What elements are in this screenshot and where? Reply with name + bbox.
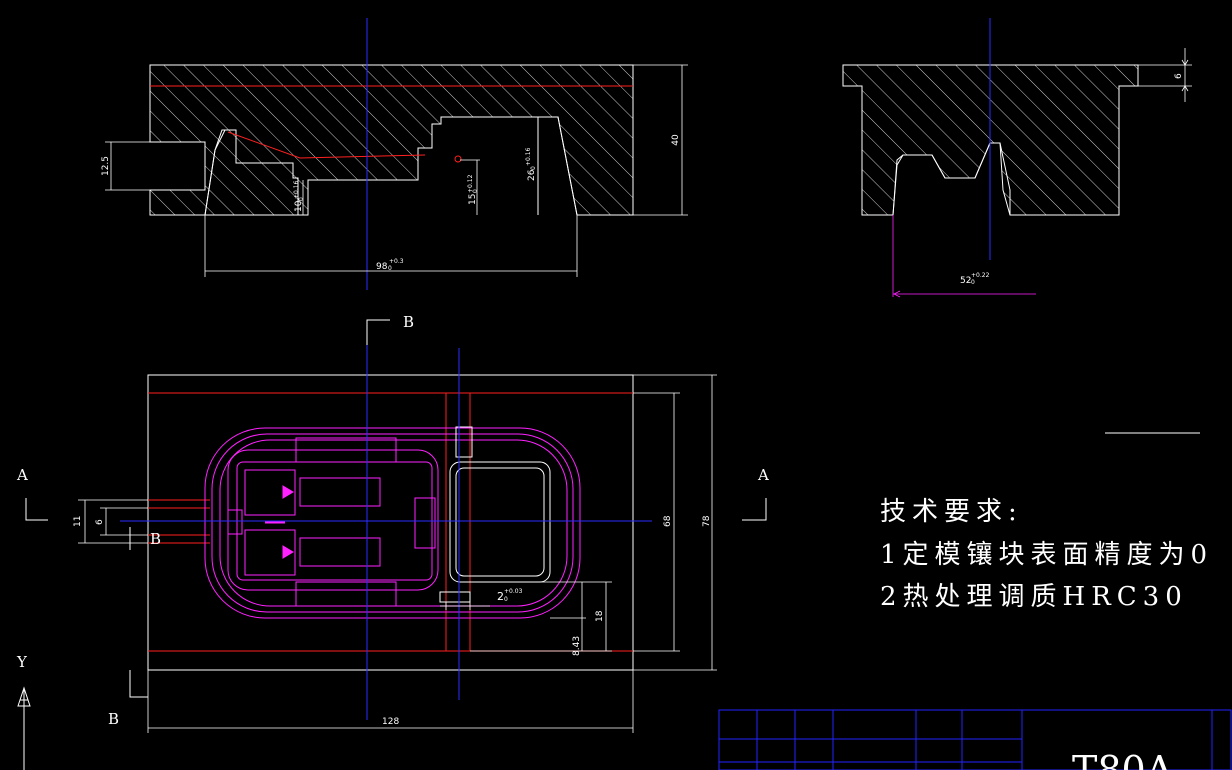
dim-128 xyxy=(147,670,634,733)
dim-68-text: 68 xyxy=(663,515,673,527)
dim-10-text: 10 xyxy=(294,200,304,212)
section-a-right-label: A xyxy=(757,466,769,484)
dim-40-text: 40 xyxy=(671,134,681,146)
section-a-left-marker xyxy=(25,498,48,521)
display-window xyxy=(439,426,551,603)
dim-6-side xyxy=(1138,48,1192,102)
ucs-axis-icon xyxy=(17,686,31,770)
dim-26-text: 26 xyxy=(527,169,537,181)
section-b-top-label: B xyxy=(403,313,414,331)
dim-8-43-text: 8.43 xyxy=(572,636,582,656)
dim-10-sub: 0 xyxy=(298,197,305,201)
dim-78 xyxy=(633,374,717,671)
dim-52-tol: +0.22 xyxy=(971,272,990,279)
section-a-left-label: A xyxy=(16,466,28,484)
dim-2 xyxy=(440,602,490,610)
section-b-bottom-label: B xyxy=(108,710,119,728)
dim-98 xyxy=(204,215,578,277)
section-b-bottom-marker xyxy=(129,670,148,698)
dim-52-text: 52 xyxy=(960,276,971,286)
dim-26-tol: +0.16 xyxy=(525,147,532,166)
dim-18 xyxy=(470,581,612,652)
side-cavity-outline xyxy=(892,142,1011,216)
dim-98-tol: +0.3 xyxy=(389,258,404,265)
dim-2-tol: +0.03 xyxy=(504,588,523,595)
dim-6-side-text: 6 xyxy=(1174,73,1184,79)
plan-view: B B B A A 128 78 68 xyxy=(16,313,769,733)
section-a-right-marker xyxy=(742,498,767,521)
dim-98-sub: 0 xyxy=(388,265,392,272)
requirements-line-2: 2热处理调质HRC30 xyxy=(880,582,1188,612)
dim-11 xyxy=(78,499,148,544)
dim-8-43 xyxy=(550,582,586,651)
section-b-left-label: B xyxy=(150,530,161,548)
front-hatched-body xyxy=(149,64,634,216)
dim-11-text: 11 xyxy=(73,516,83,527)
dim-15-tol: +0.12 xyxy=(467,174,474,193)
dim-12-5 xyxy=(105,141,150,191)
requirements-title: 技术要求: xyxy=(880,497,1023,527)
dim-98-text: 98 xyxy=(376,262,388,272)
dim-128-text: 128 xyxy=(382,717,399,727)
front-cavity-outline xyxy=(204,116,578,216)
dim-10-tol: +0.16 xyxy=(293,180,300,199)
title-block-grid xyxy=(718,709,1232,770)
dim-15-text: 15 xyxy=(468,194,478,205)
plan-outer-rect xyxy=(147,374,634,671)
dim-26-sub: 0 xyxy=(530,166,537,170)
dim-2-text: 2 xyxy=(497,590,504,603)
dim-52-sub: 0 xyxy=(971,279,975,286)
front-red-marker xyxy=(454,155,462,163)
dim-6-plan-text: 6 xyxy=(95,519,105,525)
product-outline xyxy=(204,427,581,619)
title-block-material: T80A xyxy=(1072,748,1174,770)
dim-15-sub: 0 xyxy=(472,189,479,193)
front-section-view: 40 12.5 98 0 +0.3 10 0 +0.16 15 0 +0.12 xyxy=(101,18,688,290)
dim-2-sub: 0 xyxy=(504,596,508,603)
requirements-line-1: 1定模镶块表面精度为0 xyxy=(880,540,1213,570)
y-axis-label: Y xyxy=(16,653,28,671)
dim-12-5-text: 12.5 xyxy=(101,156,111,176)
dim-78-text: 78 xyxy=(702,515,712,527)
dim-15 xyxy=(460,159,480,215)
dim-68 xyxy=(633,392,680,652)
dim-40 xyxy=(633,64,688,216)
dim-52 xyxy=(892,215,1036,298)
dim-18-text: 18 xyxy=(595,610,605,622)
side-section-view: 6 52 0 +0.22 xyxy=(842,18,1192,298)
section-b-top-marker xyxy=(366,319,390,345)
front-red-profile xyxy=(227,131,426,159)
dim-6-plan xyxy=(100,507,148,536)
